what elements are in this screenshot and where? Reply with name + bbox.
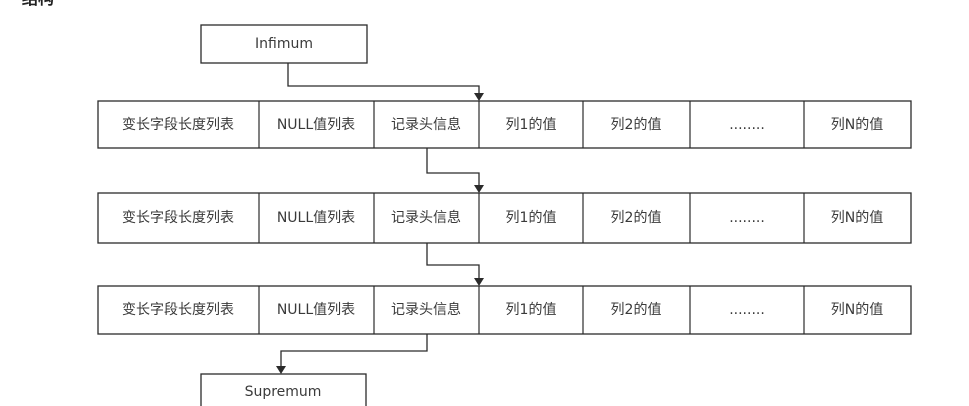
record-row-1: 变长字段长度列表 NULL值列表 记录头信息 列1的值 列2的值 .......… [97, 100, 912, 149]
row-3-field-null-list: NULL值列表 [277, 302, 355, 318]
row-2-field-ellipsis: ........ [729, 210, 765, 226]
supremum-box: Supremum [200, 373, 367, 406]
row-1-field-col2: 列2的值 [611, 117, 662, 133]
connector-infimum-to-row-1 [287, 63, 484, 101]
row-2-field-col1: 列1的值 [506, 210, 557, 226]
supremum-label: Supremum [245, 384, 322, 400]
row-3-field-var-length-list: 变长字段长度列表 [122, 302, 234, 318]
row-3-field-record-header: 记录头信息 [391, 301, 461, 318]
row-3-field-ellipsis: ........ [729, 302, 765, 318]
row-2-field-record-header: 记录头信息 [391, 209, 461, 226]
record-row-3: 变长字段长度列表 NULL值列表 记录头信息 列1的值 列2的值 .......… [97, 285, 912, 335]
connector-row-2-to-row-3 [426, 243, 484, 286]
row-1-field-record-header: 记录头信息 [391, 116, 461, 133]
row-2-field-null-list: NULL值列表 [277, 210, 355, 226]
record-row-2: 变长字段长度列表 NULL值列表 记录头信息 列1的值 列2的值 .......… [97, 192, 912, 244]
infimum-label: Infimum [255, 36, 313, 52]
row-1-field-var-length-list: 变长字段长度列表 [122, 117, 234, 133]
infimum-box: Infimum [200, 24, 368, 64]
connector-row-3-to-supremum [276, 334, 428, 374]
row-2-field-col2: 列2的值 [611, 210, 662, 226]
row-3-field-col1: 列1的值 [506, 302, 557, 318]
row-1-field-colN: 列N的值 [831, 117, 883, 133]
row-1-field-ellipsis: ........ [729, 117, 765, 133]
row-2-field-colN: 列N的值 [831, 210, 883, 226]
row-3-field-colN: 列N的值 [831, 302, 883, 318]
connector-row-1-to-row-2 [426, 148, 484, 193]
row-1-field-col1: 列1的值 [506, 117, 557, 133]
top-cut-text: 结构 [21, 0, 54, 8]
row-1-field-null-list: NULL值列表 [277, 117, 355, 133]
row-3-field-col2: 列2的值 [611, 302, 662, 318]
row-2-field-var-length-list: 变长字段长度列表 [122, 210, 234, 226]
